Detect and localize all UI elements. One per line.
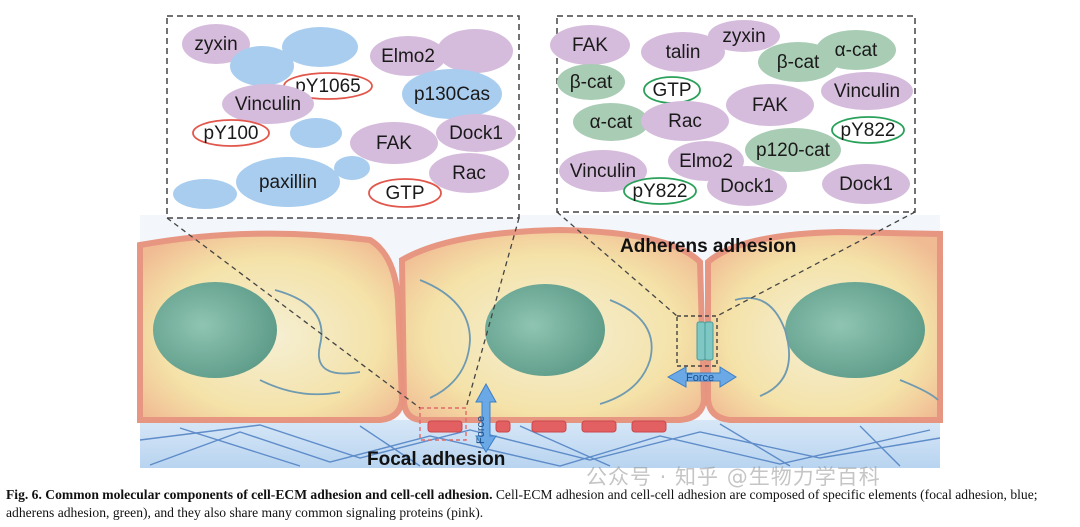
- svg-text:paxillin: paxillin: [259, 172, 317, 193]
- molecule-dock1-shared: Dock1: [822, 164, 910, 204]
- molecule-fak-shared: FAK: [726, 84, 814, 126]
- svg-text:zyxin: zyxin: [722, 26, 765, 47]
- molecule-py100-phospho-focal: pY100: [192, 119, 270, 147]
- molecule-p120-cat-adherens: p120-cat: [745, 128, 841, 172]
- svg-text:β-cat: β-cat: [777, 52, 820, 73]
- svg-text:pY822: pY822: [841, 120, 896, 141]
- molecule-zyxin-shared: zyxin: [182, 24, 250, 64]
- svg-text:β-cat: β-cat: [570, 72, 613, 93]
- watermark: 公众号 · 知乎 @生物力学百科: [586, 465, 881, 489]
- svg-text:pY1065: pY1065: [295, 76, 361, 97]
- svg-text:FAK: FAK: [376, 133, 412, 154]
- svg-text:GTP: GTP: [652, 80, 691, 101]
- svg-text:Elmo2: Elmo2: [679, 151, 733, 172]
- molecule-talin-shared: talin: [641, 32, 725, 72]
- svg-text:GTP: GTP: [385, 183, 424, 204]
- molecule-py822-phospho-adherens: pY822: [623, 177, 697, 205]
- molecule-fak-shared: FAK: [550, 25, 630, 65]
- nucleus-right: [785, 282, 925, 378]
- molecule-paxillin-focal: paxillin: [236, 157, 340, 207]
- ecm-fibers: [139, 423, 941, 467]
- molecule-vinculin-shared: Vinculin: [821, 72, 913, 110]
- molecule-p130cas-focal: p130Cas: [402, 69, 502, 119]
- svg-text:Dock1: Dock1: [449, 123, 503, 144]
- svg-text:Rac: Rac: [668, 111, 702, 132]
- svg-text:Force: Force: [475, 416, 487, 444]
- molecule-unlabeled-focal: [282, 27, 358, 67]
- svg-text:pY822: pY822: [633, 181, 688, 202]
- molecule-dock1-shared: Dock1: [707, 166, 787, 206]
- molecule-unlabeled-focal: [290, 118, 342, 148]
- molecule-elmo2-shared: Elmo2: [370, 36, 446, 76]
- adherens-junction: [696, 321, 714, 361]
- svg-text:talin: talin: [666, 42, 701, 63]
- focal-block: [495, 420, 511, 433]
- force-arrow-vertical: Force: [475, 382, 497, 453]
- caption-body: Cell-ECM adhesion and cell-cell adhesion…: [6, 487, 1038, 520]
- focal-adhesion-blocks: [427, 420, 667, 433]
- svg-text:Force: Force: [686, 372, 714, 384]
- svg-text:Vinculin: Vinculin: [235, 94, 301, 115]
- svg-text:α-cat: α-cat: [835, 40, 878, 61]
- svg-text:Vinculin: Vinculin: [570, 161, 636, 182]
- cell-right: [705, 228, 943, 423]
- focal-zoom-marker: [419, 407, 467, 441]
- focal-block: [427, 420, 463, 433]
- cell-left: [137, 230, 406, 423]
- focal-block: [581, 420, 617, 433]
- caption-lead: Fig. 6. Common molecular components of c…: [6, 487, 493, 502]
- svg-text:Dock1: Dock1: [839, 174, 893, 195]
- molecule-unlabeled-focal: [173, 179, 237, 209]
- svg-text:Dock1: Dock1: [720, 176, 774, 197]
- molecule-gtp-phospho-adherens: GTP: [643, 76, 701, 104]
- nucleus-left: [153, 282, 277, 378]
- molecule-α-cat-adherens: α-cat: [573, 103, 649, 141]
- svg-text:p120-cat: p120-cat: [756, 140, 831, 161]
- adherens-zoom-marker: [676, 315, 718, 367]
- svg-text:Elmo2: Elmo2: [381, 46, 435, 67]
- molecule-vinculin-shared: Vinculin: [559, 150, 647, 192]
- svg-text:pY100: pY100: [204, 123, 259, 144]
- focal-block: [631, 420, 667, 433]
- cell-center: [398, 226, 708, 423]
- svg-text:FAK: FAK: [572, 35, 608, 56]
- molecule-unlabeled-shared: [437, 29, 513, 73]
- molecule-fak-shared: FAK: [350, 122, 438, 164]
- molecule-unlabeled-focal: [230, 46, 294, 86]
- figure-caption: Fig. 6. Common molecular components of c…: [6, 486, 1076, 522]
- molecule-rac-shared: Rac: [429, 153, 509, 193]
- molecule-zyxin-shared: zyxin: [708, 20, 780, 52]
- molecule-α-cat-adherens: α-cat: [816, 30, 896, 70]
- svg-text:Vinculin: Vinculin: [834, 81, 900, 102]
- focal-adhesion-label: Focal adhesion: [367, 449, 505, 470]
- molecule-vinculin-shared: Vinculin: [222, 84, 314, 124]
- svg-text:FAK: FAK: [752, 95, 788, 116]
- svg-text:p130Cas: p130Cas: [414, 84, 490, 105]
- focal-block: [531, 420, 567, 433]
- molecule-β-cat-adherens: β-cat: [557, 64, 625, 100]
- molecule-dock1-shared: Dock1: [436, 114, 516, 152]
- molecule-gtp-phospho-focal: GTP: [368, 178, 442, 208]
- force-arrow-horizontal: Force: [666, 366, 737, 388]
- molecule-py822-phospho-adherens: pY822: [831, 116, 905, 144]
- molecule-rac-shared: Rac: [641, 101, 729, 141]
- svg-text:zyxin: zyxin: [194, 34, 237, 55]
- nucleus-center: [485, 284, 605, 376]
- molecule-py1065-phospho-focal: pY1065: [283, 72, 373, 100]
- molecule-unlabeled-focal: [334, 156, 370, 180]
- adherens-adhesion-label: Adherens adhesion: [620, 236, 796, 257]
- svg-text:Rac: Rac: [452, 163, 486, 184]
- svg-text:α-cat: α-cat: [590, 112, 633, 133]
- zoom-connectors: [166, 211, 916, 409]
